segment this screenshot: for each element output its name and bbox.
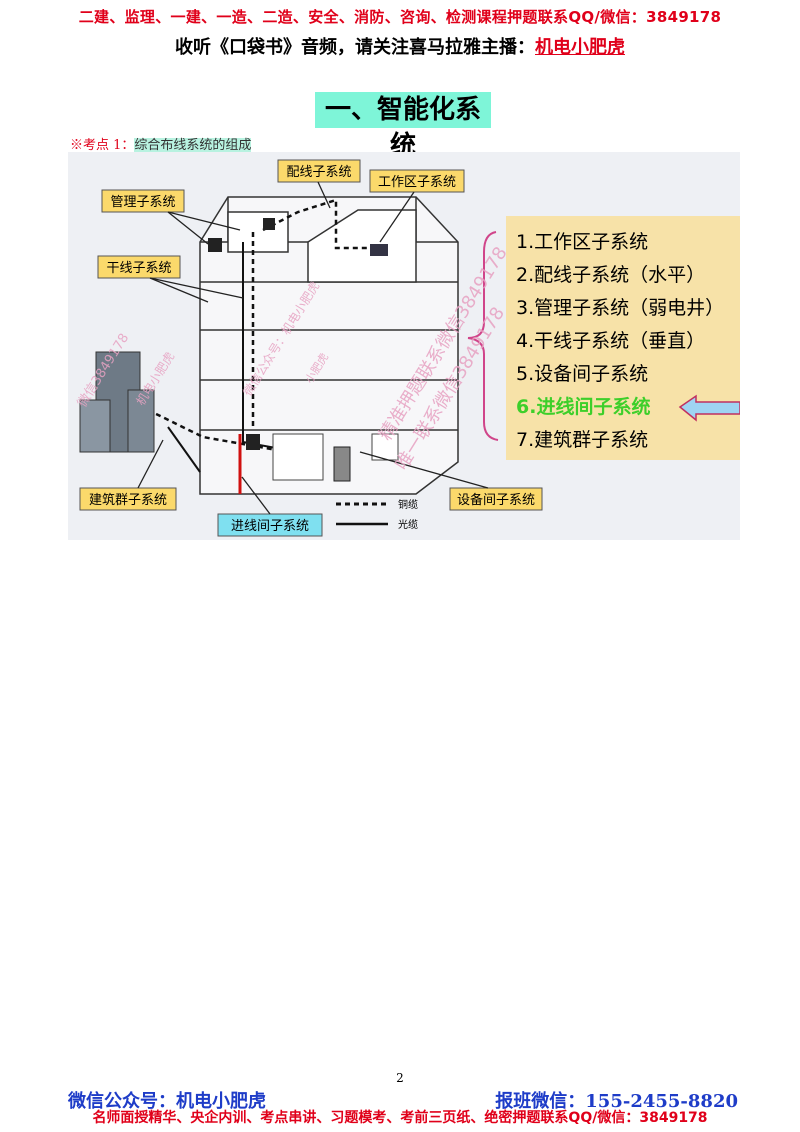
callout-work-area-label: 工作区子系统 (378, 175, 456, 190)
callout-campus: 建筑群子系统 (79, 487, 177, 511)
section-title: 一、智能化系统 (315, 92, 491, 161)
cabling-diagram-svg: 配线子系统 工作区子系统 管理子系统 干线子系统 建筑群子系统 设备间子系统 进… (79, 159, 741, 537)
footer-class-wechat: 报班微信：155-2455-8820 (495, 1091, 738, 1112)
callout-management-label: 管理子系统 (110, 195, 175, 210)
callout-campus-label: 建筑群子系统 (89, 492, 167, 508)
cable-legend: 铜缆 光缆 (336, 498, 418, 531)
building-outline (199, 196, 459, 495)
list-item-5: 5.设备间子系统 (516, 363, 648, 385)
footer-contact-line: 微信公众号：机电小肥虎 报班微信：155-2455-8820 (68, 1087, 738, 1113)
callout-management: 管理子系统 (101, 189, 185, 213)
page-number: 2 (396, 1071, 404, 1085)
footer-wechat-public: 微信公众号：机电小肥虎 (68, 1091, 266, 1112)
server-icon (333, 446, 351, 482)
callout-backbone: 干线子系统 (97, 255, 181, 279)
legend-fiber-label: 光缆 (398, 518, 418, 531)
header-promo-line: 二建、监理、一建、一造、二造、安全、消防、咨询、检测课程押题联系QQ/微信：38… (78, 8, 722, 26)
callout-distribution: 配线子系统 (277, 159, 361, 183)
list-item-2: 2.配线子系统（水平） (516, 264, 705, 286)
callout-equipment-label: 设备间子系统 (457, 492, 535, 508)
key-point-text: 综合布线系统的组成 (134, 138, 252, 153)
list-item-1: 1.工作区子系统 (516, 231, 648, 253)
campus-buildings-icon (79, 351, 155, 453)
key-point: ※考点 1：综合布线系统的组成 (70, 134, 252, 153)
distribution-panel-icon (263, 218, 275, 230)
door-icon (371, 433, 399, 461)
subsystem-list-panel: 1.工作区子系统 2.配线子系统（水平） 3.管理子系统（弱电井） 4.干线子系… (506, 216, 741, 460)
callout-equipment: 设备间子系统 (449, 487, 543, 511)
equipment-rack-icon (272, 433, 324, 481)
callout-entrance: 进线间子系统 (217, 513, 323, 537)
management-panel-icon (208, 238, 222, 252)
key-point-prefix: ※考点 1： (70, 138, 135, 153)
list-item-4: 4.干线子系统（垂直） (516, 330, 705, 352)
audio-prefix: 收听《口袋书》音频，请关注喜马拉雅主播： (175, 37, 535, 58)
cabling-diagram: 配线子系统 工作区子系统 管理子系统 干线子系统 建筑群子系统 设备间子系统 进… (68, 152, 741, 540)
callout-pointers (137, 181, 489, 515)
list-item-6: 6.进线间子系统 (516, 395, 650, 418)
callout-distribution-label: 配线子系统 (286, 165, 351, 180)
audio-host-link[interactable]: 机电小肥虎 (535, 37, 625, 58)
entrance-panel-icon (246, 434, 260, 450)
legend-copper-label: 铜缆 (398, 498, 418, 511)
callout-work-area: 工作区子系统 (369, 169, 465, 193)
footer-promo-line: 名师面授精华、央企内训、考点串讲、习题模考、考前三页纸、绝密押题联系QQ/微信：… (92, 1110, 708, 1126)
list-brace (467, 231, 499, 441)
header-audio-line: 收听《口袋书》音频，请关注喜马拉雅主播：机电小肥虎 (0, 33, 800, 59)
callout-backbone-label: 干线子系统 (106, 261, 171, 276)
computer-icon (370, 244, 388, 256)
callout-entrance-label: 进线间子系统 (231, 519, 309, 534)
list-item-7: 7.建筑群子系统 (516, 429, 648, 451)
list-item-3: 3.管理子系统（弱电井） (516, 297, 724, 319)
